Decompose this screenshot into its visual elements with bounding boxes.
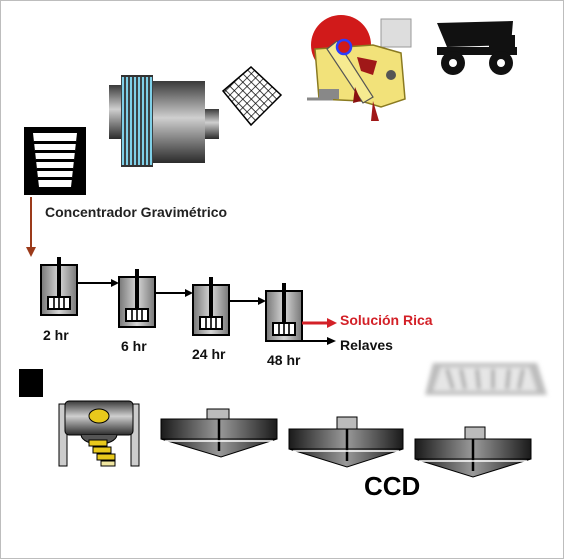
jaw-crusher-icon — [307, 15, 412, 121]
haul-truck-icon — [437, 21, 517, 75]
thickener-icon — [160, 408, 278, 458]
rich-solution-arrow — [302, 318, 337, 328]
black-square-marker — [19, 369, 43, 397]
leach-tank-icon — [265, 283, 303, 342]
tailings-arrow — [302, 337, 336, 345]
tank-time-label: 48 hr — [267, 352, 301, 368]
tank-flow-arrows — [77, 279, 266, 305]
tank-time-label: 2 hr — [43, 327, 69, 343]
screen-mesh-icon — [221, 65, 283, 127]
blurred-tray-icon — [425, 363, 547, 395]
leach-tank-icon — [118, 269, 156, 328]
rich-solution-label: Solución Rica — [340, 312, 433, 328]
tailings-label: Relaves — [340, 337, 393, 353]
ball-mill-icon — [109, 75, 219, 167]
leach-tank-icon — [40, 257, 78, 316]
gravity-concentrator-icon — [24, 127, 86, 195]
ccd-label: CCD — [364, 471, 421, 501]
smelting-furnace-icon — [58, 400, 140, 467]
concentrator-label: Concentrador Gravimétrico — [45, 204, 228, 220]
tank-time-label: 24 hr — [192, 346, 226, 362]
thickener-icon — [414, 426, 532, 478]
thickener-icon — [288, 416, 404, 468]
tank-time-label: 6 hr — [121, 338, 147, 354]
leach-tank-icon — [192, 277, 230, 336]
concentrate-flow-arrow — [26, 197, 36, 257]
